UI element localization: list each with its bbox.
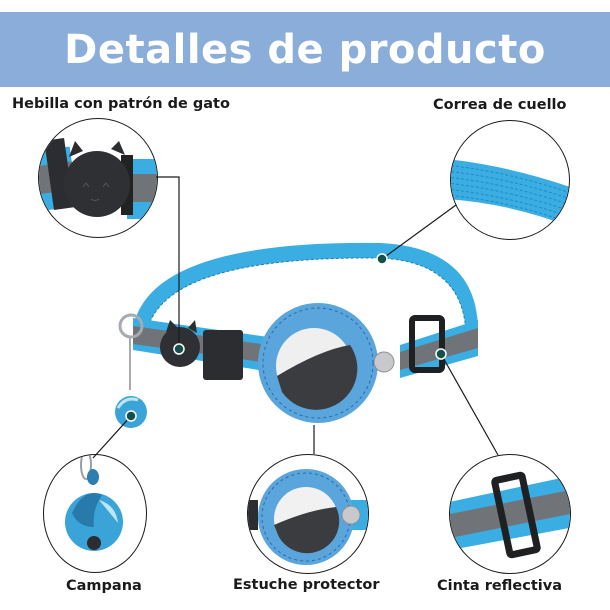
detail-circle-reflective-tape: [449, 454, 571, 574]
label-reflective-tape: Cinta reflectiva: [437, 578, 562, 594]
marker-neck-strap: [376, 253, 388, 265]
page-title: Detalles de producto: [64, 26, 546, 73]
marker-cat-buckle: [173, 343, 185, 355]
label-bell: Campana: [66, 578, 142, 594]
label-neck-strap: Correa de cuello: [433, 97, 567, 113]
label-protective-case: Estuche protector: [233, 577, 380, 593]
case-illustration: [248, 469, 368, 565]
bell-illustration: [65, 455, 123, 551]
detail-circle-cat-buckle: [38, 118, 158, 238]
reflective-tape-illustration: [450, 471, 570, 559]
marker-bell: [125, 410, 137, 422]
strap-weave-illustration: [451, 159, 569, 227]
detail-circle-neck-strap: [450, 120, 570, 240]
detail-circle-bell: [43, 454, 147, 573]
cat-buckle-illustration: [39, 137, 157, 219]
detail-circle-protective-case: [247, 454, 369, 574]
marker-reflective-tape: [435, 348, 447, 360]
header-banner: Detalles de producto: [0, 12, 610, 87]
label-cat-buckle: Hebilla con patrón de gato: [12, 96, 230, 112]
